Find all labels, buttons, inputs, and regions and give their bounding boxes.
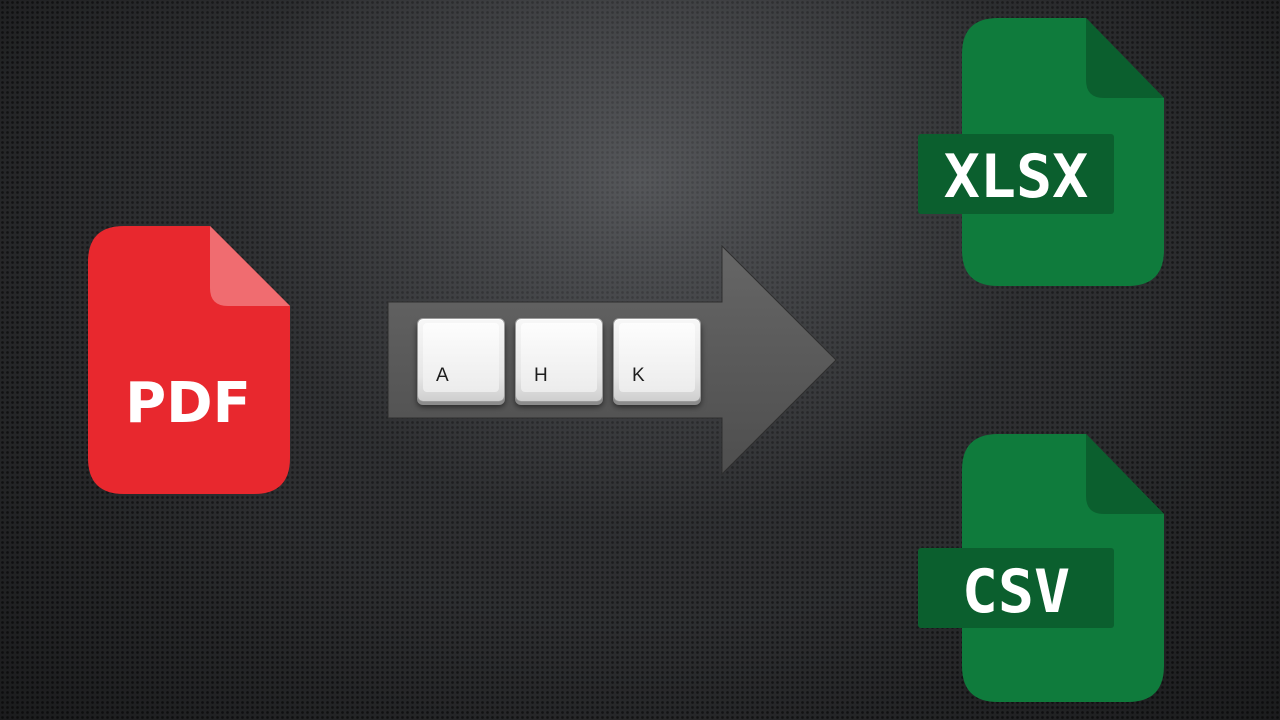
pdf-file-body [88,226,290,494]
xlsx-file-icon: XLSX [918,18,1164,286]
key-h-label: H [534,365,548,386]
pdf-file-fold [210,226,290,306]
key-k: K [613,318,701,402]
pdf-file-icon: PDF [88,226,290,494]
xlsx-label-band [918,134,1114,214]
xlsx-file-fold [1086,18,1164,98]
xlsx-label: XLSX [944,142,1089,212]
key-k-label: K [632,365,645,386]
csv-file-fold [1086,434,1164,514]
csv-label: CSV [962,557,1070,627]
key-h: H [515,318,603,402]
key-a: A [417,318,505,402]
pdf-label: PDF [125,371,251,436]
arrow-shape [387,244,837,476]
arrow-right-icon [387,244,837,476]
csv-label-band [918,548,1114,628]
csv-file-icon: CSV [918,434,1164,702]
key-a-label: A [436,365,449,386]
